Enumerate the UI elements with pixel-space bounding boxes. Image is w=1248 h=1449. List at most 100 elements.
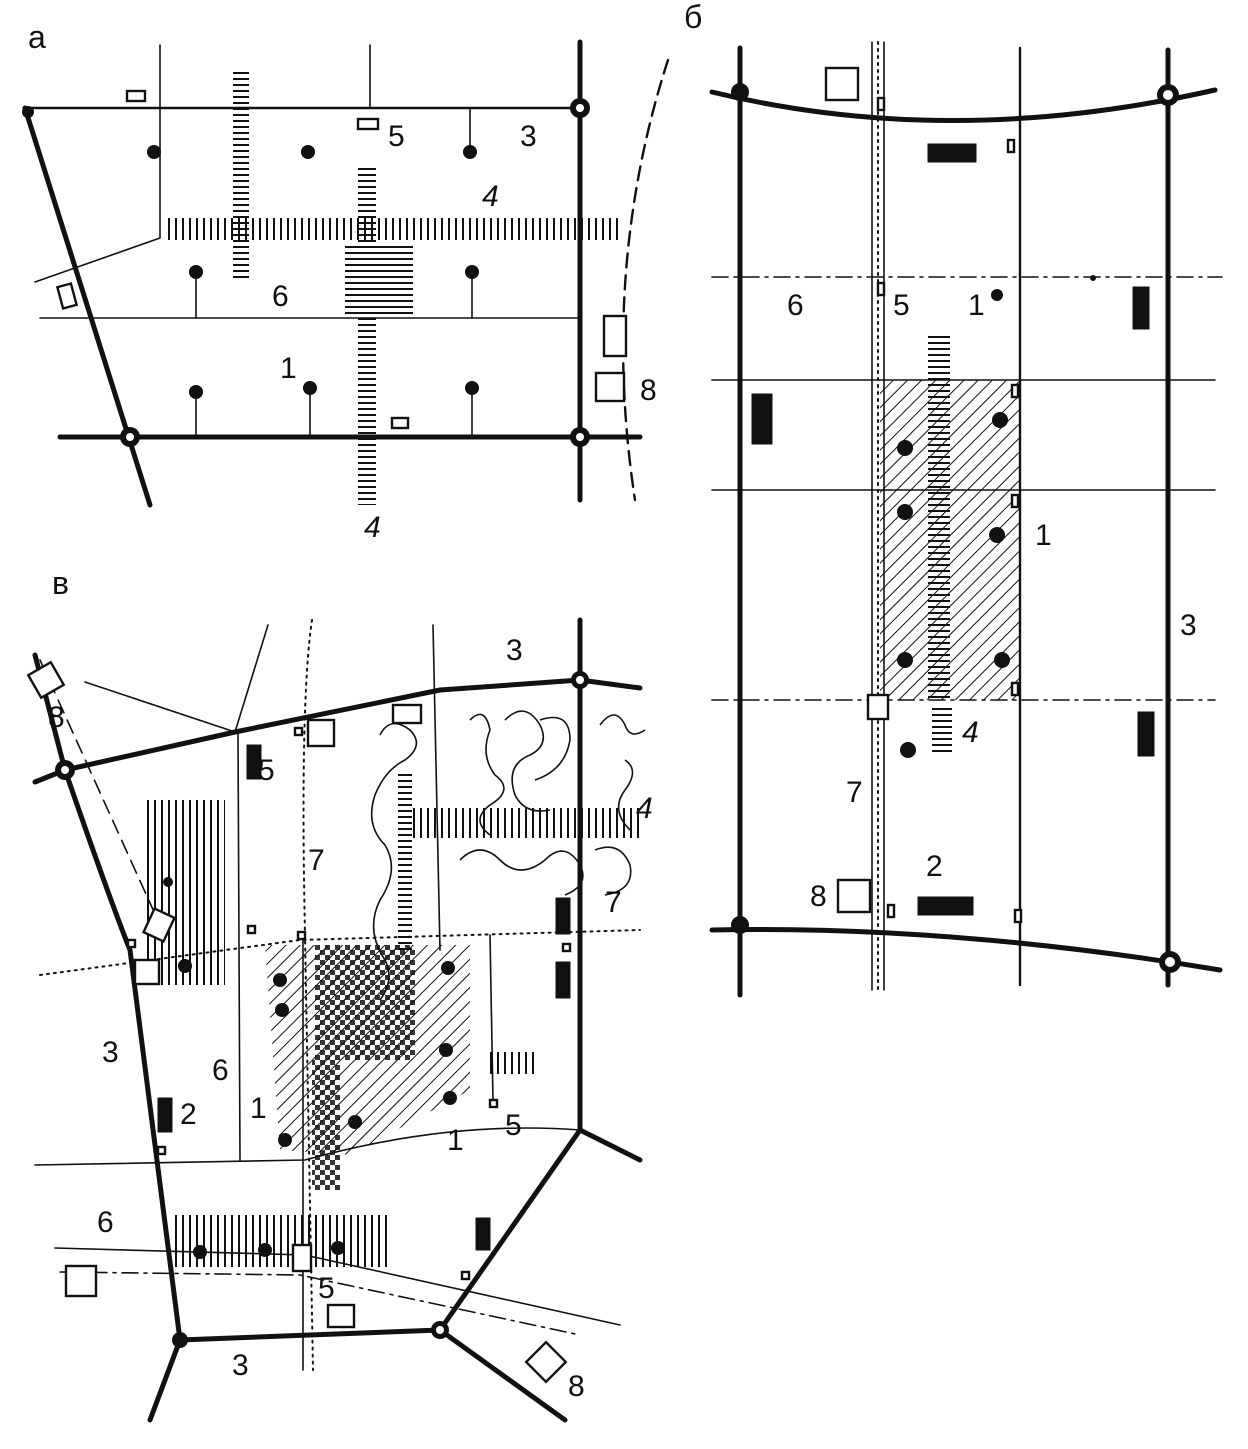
panel-v-label-3-top: 3 — [506, 634, 523, 667]
panel-v-label-7-right: 7 — [605, 886, 622, 919]
panel-v-pedestrian-strip-vertical — [398, 770, 412, 950]
panel-v-green-area — [370, 710, 646, 1001]
panel-a-label-3: 3 — [520, 120, 537, 153]
panel-a-parking-left — [55, 282, 79, 310]
panel-a-pedestrian-strip-horizontal — [165, 218, 620, 240]
panel-a-parking-bottom — [390, 416, 410, 430]
panel-v-rail-cross — [39, 929, 641, 976]
panel-v-station — [291, 1243, 313, 1273]
panel-a-stop-markers — [147, 107, 479, 438]
panel-v-building-left — [141, 906, 177, 944]
panel-a: а — [22, 19, 670, 544]
panel-a-pedestrian-strip-center — [358, 165, 376, 505]
panel-v-label-6: 6 — [212, 1054, 229, 1087]
panel-b-label-2: 2 — [926, 850, 943, 883]
panel-a-left-street — [34, 44, 161, 283]
panel-a-label-6: 6 — [272, 280, 289, 313]
panel-v-building-top-right — [391, 703, 423, 725]
panel-a-parking-5 — [356, 117, 380, 131]
panel-v-label-1-left: 1 — [250, 1092, 267, 1125]
panel-v-street-6 — [237, 731, 241, 1161]
panel-b-label-7: 7 — [846, 776, 863, 809]
panel-v-building-top — [306, 718, 336, 748]
panel-v-label-5-bottom: 5 — [318, 1272, 335, 1305]
panel-v-label-8-top: 8 — [48, 701, 65, 734]
panel-b-label-1-top: 1 — [968, 289, 985, 322]
panel-a-junctions — [22, 98, 590, 447]
panel-v-label-3-bottom: 3 — [232, 1349, 249, 1382]
panel-v-building-bottom — [326, 1303, 356, 1329]
panel-b: б — [684, 0, 1223, 998]
panel-b-label-5: 5 — [893, 289, 910, 322]
panel-b-stop-markers — [897, 275, 1096, 758]
panel-v-rail-7 — [302, 619, 314, 1371]
panel-v-label-5-top: 5 — [258, 754, 275, 787]
panel-v-dashed-line-8 — [39, 659, 161, 926]
panel-v: в — [26, 565, 653, 1423]
panel-v-left-main-road — [32, 652, 183, 1423]
panel-v-building-lower-left — [64, 1264, 98, 1298]
panel-a-label: а — [28, 19, 46, 55]
panel-b-top-curved-road — [709, 87, 1218, 123]
panel-v-building-left-2 — [133, 958, 161, 986]
panel-b-station — [866, 693, 890, 721]
panel-b-label: б — [684, 0, 702, 35]
panel-v-street-inner-right — [489, 934, 494, 1101]
panel-v-block-top — [246, 744, 262, 780]
panel-a-building-8 — [594, 371, 626, 403]
panel-a-label-5: 5 — [388, 120, 405, 153]
panel-v-pedestrian-zone-left — [145, 800, 225, 985]
panel-b-block-right-2 — [1137, 711, 1155, 757]
panel-v-label: в — [52, 565, 69, 601]
panel-v-bottom-main-road — [177, 1327, 443, 1343]
panel-b-block-left — [751, 393, 773, 445]
panel-a-parking-1 — [125, 89, 147, 103]
panel-v-label-1-right: 1 — [447, 1124, 464, 1157]
panel-b-bottom-curved-road — [709, 927, 1223, 973]
panel-v-block-lower — [475, 1217, 491, 1251]
panel-v-junctions — [55, 671, 589, 1348]
panel-v-block-right-1 — [555, 897, 571, 935]
panel-b-pedestrian-axis-lower — [932, 705, 952, 753]
panel-v-center-core — [315, 945, 415, 1060]
panel-v-center-axis — [312, 1060, 340, 1190]
panel-a-dashed-railway — [621, 58, 670, 502]
panel-v-label-3-left: 3 — [102, 1036, 119, 1069]
panel-a-pedestrian-square — [345, 245, 413, 317]
panel-b-label-1-center: 1 — [1035, 519, 1052, 552]
panel-b-block-2 — [917, 896, 974, 916]
panel-b-building-8 — [836, 878, 872, 914]
panel-v-pedestrian-strip-right — [490, 1052, 538, 1074]
panel-v-block-2 — [157, 1097, 173, 1133]
panel-v-pedestrian-strip-4 — [410, 808, 640, 838]
panel-v-building-8-top — [26, 660, 66, 700]
panel-b-junctions — [731, 83, 1181, 973]
panel-b-parking-marks — [876, 96, 1023, 924]
panel-b-pedestrian-axis — [928, 335, 950, 700]
panel-v-label-6-lower: 6 — [97, 1206, 114, 1239]
panel-v-label-4: 4 — [636, 792, 653, 825]
panel-b-building-top — [824, 66, 860, 102]
panel-b-block-right-1 — [1132, 286, 1150, 330]
panel-v-building-8-bottom — [524, 1340, 568, 1384]
panel-b-block-top — [927, 143, 977, 163]
panel-v-label-8-bottom: 8 — [568, 1370, 585, 1403]
panel-b-label-4: 4 — [962, 716, 979, 749]
panel-a-label-8: 8 — [640, 374, 657, 407]
panel-v-label-5-right: 5 — [505, 1109, 522, 1142]
panel-a-label-4-bottom: 4 — [364, 511, 381, 544]
panel-a-pedestrian-strip-left — [233, 68, 249, 278]
panel-v-block-right-2 — [555, 961, 571, 999]
panel-v-dashdot-line — [59, 1271, 581, 1336]
panel-v-label-7: 7 — [308, 844, 325, 877]
panel-v-stop-markers — [163, 877, 457, 1259]
panel-v-street-upper — [432, 624, 441, 951]
panel-v-pedestrian-zone-lower — [175, 1215, 390, 1267]
panel-b-label-8: 8 — [810, 880, 827, 913]
panel-v-street-upper-left — [84, 624, 269, 733]
panel-a-label-4-top: 4 — [482, 180, 499, 213]
panel-a-building-tall — [602, 314, 628, 358]
panel-a-label-1: 1 — [280, 352, 297, 385]
